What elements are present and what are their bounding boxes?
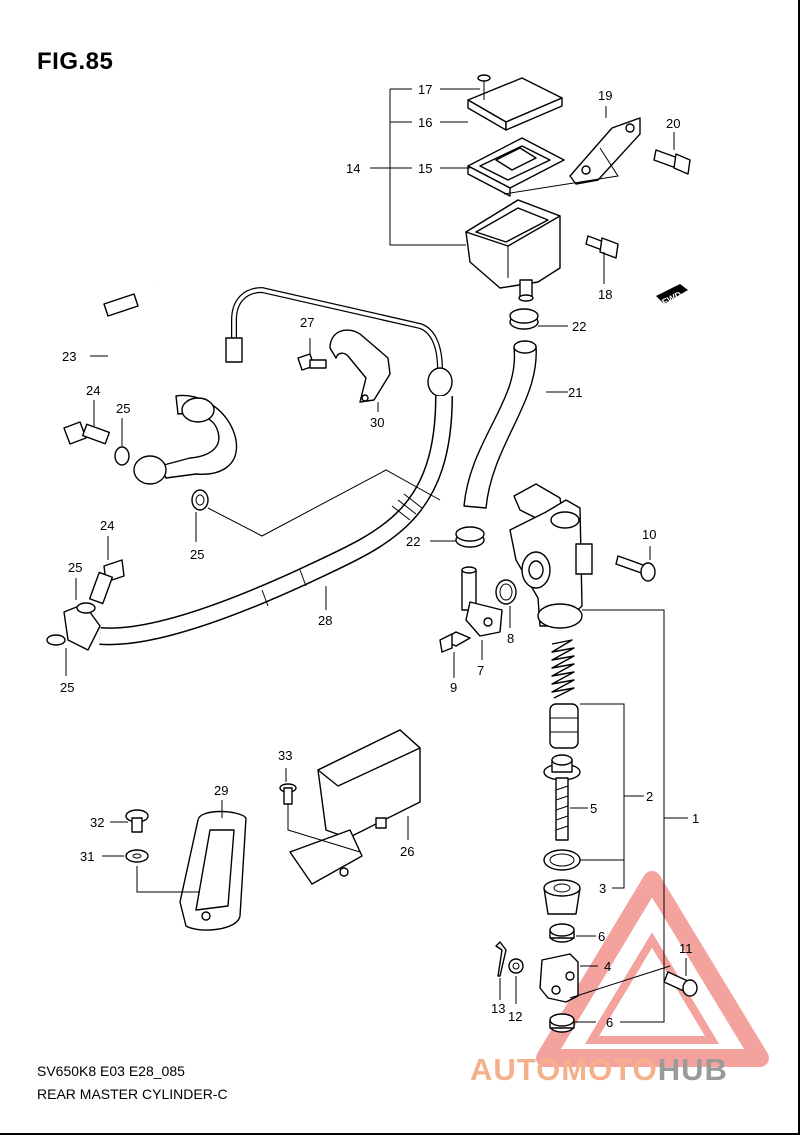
callout-25-a: 25	[116, 401, 130, 416]
watermark-text: AUTOMOTOHUB	[470, 1052, 728, 1088]
callout-17: 17	[418, 82, 432, 97]
washer-25-b	[191, 489, 209, 511]
brake-hose-28	[63, 395, 453, 651]
fitting-7	[461, 566, 503, 637]
clamp-22-lower	[455, 526, 485, 548]
callout-14: 14	[346, 161, 360, 176]
heel-guard-29	[179, 810, 247, 931]
bolt-24-lower	[88, 559, 125, 605]
callout-5: 5	[590, 801, 597, 816]
brake-hose-23	[102, 284, 238, 485]
callout-9: 9	[450, 680, 457, 695]
boot-3	[543, 879, 581, 915]
figure-title: FIG.85	[37, 48, 114, 75]
circlip	[543, 849, 581, 871]
callout-32: 32	[90, 815, 104, 830]
washer-12	[508, 958, 524, 974]
cover-26	[289, 729, 421, 885]
push-rod-5	[543, 754, 581, 841]
bracket-19	[569, 117, 641, 185]
o-ring-8	[495, 579, 517, 605]
bolt-18	[585, 235, 619, 259]
callout-22-lower: 22	[406, 534, 420, 549]
master-cylinder-body	[509, 483, 593, 629]
callout-21: 21	[568, 385, 582, 400]
callout-10: 10	[642, 527, 656, 542]
bolt-33	[279, 783, 297, 805]
figure-name: REAR MASTER CYLINDER-C	[37, 1086, 228, 1102]
callout-11: 11	[679, 941, 693, 956]
watermark-part2: HUB	[657, 1052, 728, 1087]
bolt-9	[439, 631, 471, 653]
callout-25-d: 25	[60, 680, 74, 695]
bolt-20	[653, 149, 691, 175]
callout-22-upper: 22	[572, 319, 586, 334]
diaphragm-plate-15	[467, 137, 565, 197]
callout-28: 28	[318, 613, 332, 628]
washer-25-a	[114, 446, 130, 466]
callout-1: 1	[692, 811, 699, 826]
callout-13: 13	[491, 1001, 505, 1016]
callout-24-lower: 24	[100, 518, 114, 533]
callout-2: 2	[646, 789, 653, 804]
upper-pipe	[225, 286, 453, 397]
screw-32	[125, 809, 149, 833]
callout-16: 16	[418, 115, 432, 130]
callout-26: 26	[400, 844, 414, 859]
callout-20: 20	[666, 116, 680, 131]
pin-11	[663, 971, 698, 997]
callout-7: 7	[477, 663, 484, 678]
bolt-10	[615, 555, 656, 582]
callout-31: 31	[80, 849, 94, 864]
reservoir-body-14	[465, 199, 561, 302]
callout-29: 29	[214, 783, 228, 798]
nut-6-upper	[549, 923, 575, 943]
hose-21	[463, 340, 537, 509]
clamp-30	[329, 329, 391, 403]
fwd-badge: FWD	[656, 284, 688, 307]
cotter-pin-13	[495, 941, 507, 977]
piston-cup	[549, 703, 579, 749]
callout-25-c: 25	[68, 560, 82, 575]
watermark-part1: AUTOMOTO	[470, 1052, 658, 1087]
callout-12: 12	[508, 1009, 522, 1024]
clamp-22-upper	[509, 308, 539, 330]
figure-code: SV650K8 E03 E28_085	[37, 1063, 185, 1079]
callout-30: 30	[370, 415, 384, 430]
callout-25-b: 25	[190, 547, 204, 562]
callout-6-lower: 6	[606, 1015, 613, 1030]
washer-25-d	[46, 634, 66, 646]
spring	[551, 639, 575, 699]
callout-4: 4	[604, 959, 611, 974]
bolt-27	[297, 353, 327, 371]
callout-18: 18	[598, 287, 612, 302]
callout-3: 3	[599, 881, 606, 896]
washer-31	[125, 849, 149, 863]
leader-lines	[65, 88, 688, 1023]
reservoir-cap-17-16	[467, 74, 563, 131]
callout-labels: 1 2 3 4 5 6 6 7 8 9 10 11 12 13 14 15 16…	[60, 82, 699, 1030]
callout-15: 15	[418, 161, 432, 176]
clevis-4	[539, 953, 579, 1003]
callout-24-upper: 24	[86, 383, 100, 398]
washer-25-c	[76, 602, 96, 614]
callout-6-upper: 6	[598, 929, 605, 944]
nut-6-lower	[549, 1013, 575, 1033]
callout-19: 19	[598, 88, 612, 103]
bolt-24-upper	[63, 421, 111, 445]
callout-33: 33	[278, 748, 292, 763]
callout-27: 27	[300, 315, 314, 330]
callout-8: 8	[507, 631, 514, 646]
callout-23: 23	[62, 349, 76, 364]
